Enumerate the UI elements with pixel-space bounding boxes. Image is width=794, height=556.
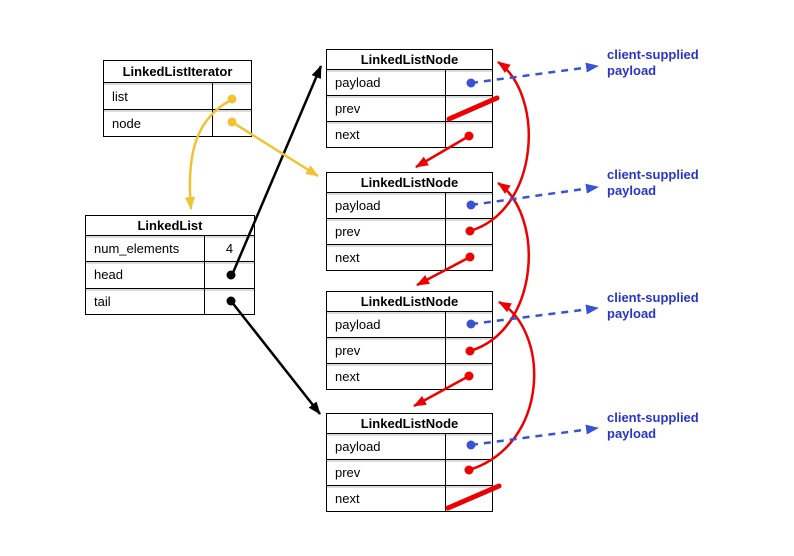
linked-list-row-num-elements: num_elements 4	[86, 235, 254, 262]
field-value-payload	[445, 70, 492, 95]
node1-row-next: next	[327, 121, 492, 147]
field-value-num-elements: 4	[204, 236, 254, 262]
field-label-payload: payload	[335, 198, 381, 213]
note-line-2: payload	[607, 426, 657, 441]
field-label-next: next	[335, 127, 360, 142]
linked-list-node-box-4: LinkedListNode payload prev next	[326, 413, 493, 512]
field-value-list	[212, 83, 251, 109]
field-value-tail	[204, 288, 254, 314]
field-label-payload: payload	[335, 317, 381, 332]
node2-row-payload: payload	[327, 192, 492, 218]
field-label-num-elements: num_elements	[94, 241, 180, 257]
linked-list-row-tail: tail	[86, 287, 254, 314]
field-value-prev	[445, 338, 492, 363]
iterator-row-list: list	[104, 82, 251, 109]
client-payload-note-4: client-supplied payload	[607, 410, 727, 442]
field-label-list: list	[112, 88, 128, 104]
iterator-row-node: node	[104, 109, 251, 136]
field-label-next: next	[335, 250, 360, 265]
field-label-prev: prev	[335, 101, 361, 116]
field-label-head: head	[94, 267, 123, 283]
node1-row-payload: payload	[327, 69, 492, 95]
node-title: LinkedListNode	[360, 52, 459, 67]
field-label-payload: payload	[335, 439, 381, 454]
node3-row-prev: prev	[327, 337, 492, 363]
note-line-2: payload	[607, 306, 657, 321]
node-title: LinkedListNode	[360, 416, 459, 431]
field-value-prev	[445, 219, 492, 244]
field-value-prev	[445, 460, 492, 485]
tail-pointer-arrow	[230, 300, 321, 415]
node4-row-payload: payload	[327, 433, 492, 459]
note-line-1: client-supplied	[607, 290, 699, 305]
field-value-head	[204, 262, 254, 288]
field-label-prev: prev	[335, 224, 361, 239]
field-value-payload	[445, 193, 492, 218]
client-payload-note-1: client-supplied payload	[607, 47, 727, 79]
node4-row-next: next	[327, 485, 492, 511]
node2-row-next: next	[327, 244, 492, 270]
linked-list-iterator-box: LinkedListIterator list node	[103, 60, 252, 137]
field-label-prev: prev	[335, 465, 361, 480]
field-value-next	[445, 122, 492, 147]
field-value-next	[445, 486, 492, 511]
field-label-next: next	[335, 491, 360, 506]
client-payload-note-2: client-supplied payload	[607, 167, 727, 199]
linked-list-node-box-2: LinkedListNode payload prev next	[326, 172, 493, 271]
client-payload-note-3: client-supplied payload	[607, 290, 727, 322]
note-line-2: payload	[607, 183, 657, 198]
field-value-payload	[445, 312, 492, 337]
node1-row-prev: prev	[327, 95, 492, 121]
linked-list-box: LinkedList num_elements 4 head tail	[85, 215, 255, 315]
linked-list-row-head: head	[86, 261, 254, 288]
node-title: LinkedListNode	[360, 294, 459, 309]
linked-list-node-box-3: LinkedListNode payload prev next	[326, 291, 493, 390]
field-value-payload	[445, 434, 492, 459]
field-value-next	[445, 245, 492, 270]
iterator-title: LinkedListIterator	[122, 64, 233, 79]
node3-row-payload: payload	[327, 311, 492, 337]
node-title: LinkedListNode	[360, 175, 459, 190]
field-label-next: next	[335, 369, 360, 384]
field-label-tail: tail	[94, 293, 111, 309]
node2-row-prev: prev	[327, 218, 492, 244]
note-line-1: client-supplied	[607, 167, 699, 182]
field-value-node	[212, 110, 251, 136]
field-value-next	[445, 364, 492, 389]
field-value-prev	[445, 96, 492, 121]
note-line-1: client-supplied	[607, 47, 699, 62]
linked-list-node-box-1: LinkedListNode payload prev next	[326, 49, 493, 148]
note-line-2: payload	[607, 63, 657, 78]
node3-row-next: next	[327, 363, 492, 389]
linked-list-title: LinkedList	[137, 218, 203, 233]
note-line-1: client-supplied	[607, 410, 699, 425]
field-label-prev: prev	[335, 343, 361, 358]
node4-row-prev: prev	[327, 459, 492, 485]
field-label-payload: payload	[335, 75, 381, 90]
field-label-node: node	[112, 115, 141, 131]
